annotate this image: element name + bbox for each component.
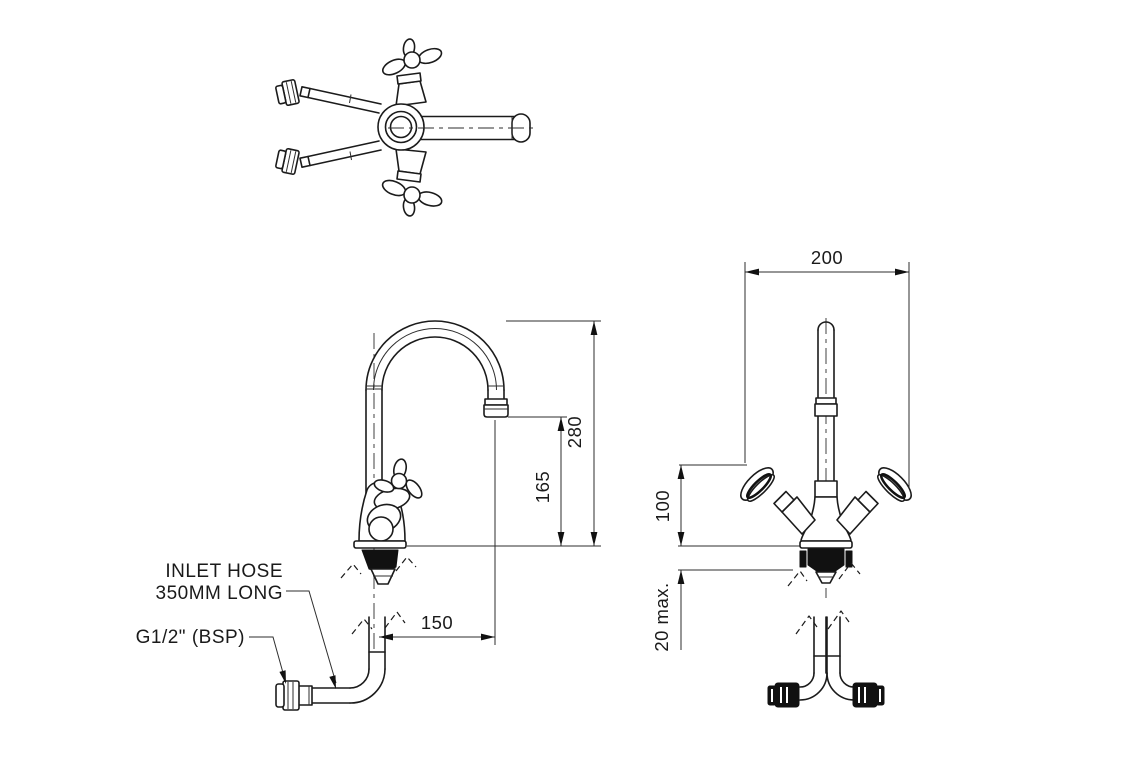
body-rings bbox=[377, 103, 425, 151]
dim-outlet-height: 165 bbox=[508, 416, 567, 546]
cross-handle-lower bbox=[381, 148, 443, 217]
inlet-hose-upper bbox=[275, 79, 382, 114]
break-line bbox=[340, 563, 362, 579]
thread-size-label: G1/2" (BSP) bbox=[136, 627, 245, 648]
cross-handle-right bbox=[836, 467, 912, 535]
dim-max-deck-thickness: 20 max. bbox=[651, 570, 685, 652]
dim-outlet-height-label: 165 bbox=[532, 471, 553, 503]
hose-nut-icon bbox=[275, 147, 300, 175]
plan-view bbox=[275, 38, 538, 217]
inlet-hose-label-line2: 350MM LONG bbox=[156, 583, 283, 604]
dim-overall-width: 200 bbox=[744, 247, 910, 489]
hose-nut-icon bbox=[275, 680, 300, 711]
deck-flange bbox=[799, 540, 853, 549]
cross-handle-left bbox=[740, 467, 816, 535]
thread-size-annotation: G1/2" (BSP) bbox=[136, 627, 286, 684]
break-line bbox=[827, 610, 850, 630]
backnut bbox=[807, 548, 845, 573]
dim-spout-reach-label: 150 bbox=[421, 612, 453, 633]
inlet-hoses-front bbox=[767, 616, 885, 708]
break-line bbox=[384, 611, 406, 629]
aerator bbox=[483, 398, 509, 418]
dim-overall-width-label: 200 bbox=[811, 247, 843, 268]
tail-cone bbox=[370, 568, 396, 585]
riser-front bbox=[814, 321, 838, 498]
inlet-hose-annotation: INLET HOSE 350MM LONG bbox=[156, 561, 337, 689]
inlet-hose-lower bbox=[275, 140, 382, 175]
dim-max-deck-thickness-label: 20 max. bbox=[651, 582, 672, 651]
break-line bbox=[838, 562, 861, 580]
side-elevation-view: 280 165 150 INLET HOSE 350MM LONG G1/2" … bbox=[136, 320, 601, 711]
deck-flange bbox=[353, 540, 407, 549]
cross-handle-side bbox=[373, 458, 423, 499]
cross-handle-upper bbox=[381, 38, 443, 107]
inlet-hose-side bbox=[275, 616, 386, 711]
dim-spout-height: 280 bbox=[407, 320, 601, 547]
dim-spout-height-label: 280 bbox=[564, 416, 585, 448]
hose-nut-icon bbox=[852, 682, 885, 708]
dim-height-above-deck: 100 bbox=[652, 464, 747, 546]
dim-height-above-deck-label: 100 bbox=[652, 490, 673, 522]
front-elevation-view: 200 100 20 max. bbox=[651, 247, 912, 708]
break-line bbox=[395, 556, 417, 572]
tail-cone bbox=[815, 571, 837, 584]
dim-spout-reach: 150 bbox=[379, 420, 496, 645]
break-line bbox=[787, 570, 808, 587]
hose-nut-icon bbox=[767, 682, 800, 708]
hose-nut-icon bbox=[275, 79, 300, 107]
backnut-tab bbox=[845, 550, 853, 568]
body-side bbox=[358, 458, 423, 542]
backnut-tab bbox=[799, 550, 807, 568]
inlet-hose-label-line1: INLET HOSE bbox=[165, 561, 283, 582]
